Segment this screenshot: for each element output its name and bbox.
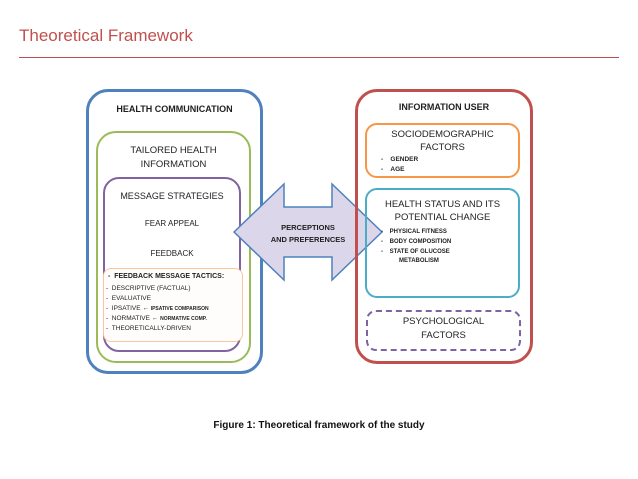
socio-item: - AGE (381, 166, 405, 173)
health-status-box (365, 188, 520, 298)
socio-item-label: AGE (390, 166, 405, 173)
arrow-left-icon: ← (151, 315, 159, 322)
title-divider (19, 57, 619, 58)
health-item-label: PHYSICAL FITNESS (389, 229, 447, 235)
feedback-label: FEEDBACK (150, 249, 194, 258)
health-item: - BODY COMPOSITION (381, 239, 452, 245)
tailored-line-2: INFORMATION (140, 159, 207, 170)
socio-item: - GENDER (381, 156, 419, 163)
slide-title: Theoretical Framework (19, 26, 193, 45)
sociodemographic-box (365, 123, 520, 178)
arrow-line-2: AND PREFERENCES (270, 235, 346, 244)
health-line-2: POTENTIAL CHANGE (394, 212, 491, 223)
tailored-line-1: TAILORED HEALTH (130, 145, 217, 156)
health-item-label: METABOLISM (399, 258, 439, 264)
health-item: - STATE OF GLUCOSE (381, 249, 450, 255)
arrow-left-icon: ← (142, 305, 149, 312)
tactics-title: - FEEDBACK MESSAGE TACTICS: (108, 273, 224, 280)
feedback-tactics-box (103, 268, 243, 342)
socio-item-label: GENDER (390, 156, 419, 163)
message-strategies-title: MESSAGE STRATEGIES (120, 191, 224, 201)
fear-appeal-label: FEAR APPEAL (144, 219, 200, 228)
tactic-item: - THEORETICALLY-DRIVEN (106, 325, 191, 332)
normative-note: NORMATIVE COMP. (160, 316, 207, 322)
ipsative-note: IPSATIVE COMPARISON (150, 306, 209, 312)
tactic-label: DESCRIPTIVE (FACTUAL) (111, 285, 191, 292)
health-item-label: BODY COMPOSITION (389, 239, 452, 245)
health-communication-title: HEALTH COMMUNICATION (116, 104, 233, 114)
figure-caption: Figure 1: Theoretical framework of the s… (213, 420, 425, 431)
psych-line-1: PSYCHOLOGICAL (402, 316, 485, 327)
health-item-continued: METABOLISM (399, 258, 439, 264)
tactic-item: - NORMATIVE ← NORMATIVE COMP. (106, 315, 207, 322)
arrow-line-1: PERCEPTIONS (281, 223, 335, 232)
psychological-box (366, 310, 521, 351)
socio-line-2: FACTORS (420, 142, 465, 153)
tactic-item: - IPSATIVE ← IPSATIVE COMPARISON (106, 305, 209, 312)
perceptions-double-arrow-shape (232, 182, 384, 282)
psych-line-2: FACTORS (421, 330, 466, 341)
information-user-title: INFORMATION USER (398, 102, 490, 112)
message-strategies-box (103, 177, 241, 352)
tactic-label: THEORETICALLY-DRIVEN (111, 325, 191, 332)
tactic-label: IPSATIVE (111, 305, 141, 312)
tactics-title-text: FEEDBACK MESSAGE TACTICS: (114, 273, 225, 280)
tactic-item: - DESCRIPTIVE (FACTUAL) (106, 285, 191, 292)
tactic-label: EVALUATIVE (111, 295, 151, 302)
health-item: - PHYSICAL FITNESS (381, 229, 447, 235)
information-user-box (355, 89, 533, 364)
health-line-1: HEALTH STATUS AND ITS (384, 199, 501, 210)
tactics-bullet: - (108, 273, 115, 280)
socio-line-1: SOCIODEMOGRAPHIC (391, 129, 494, 140)
health-item-label: STATE OF GLUCOSE (389, 249, 450, 255)
tactic-item: - EVALUATIVE (106, 295, 151, 302)
tactic-label: NORMATIVE (111, 315, 150, 322)
